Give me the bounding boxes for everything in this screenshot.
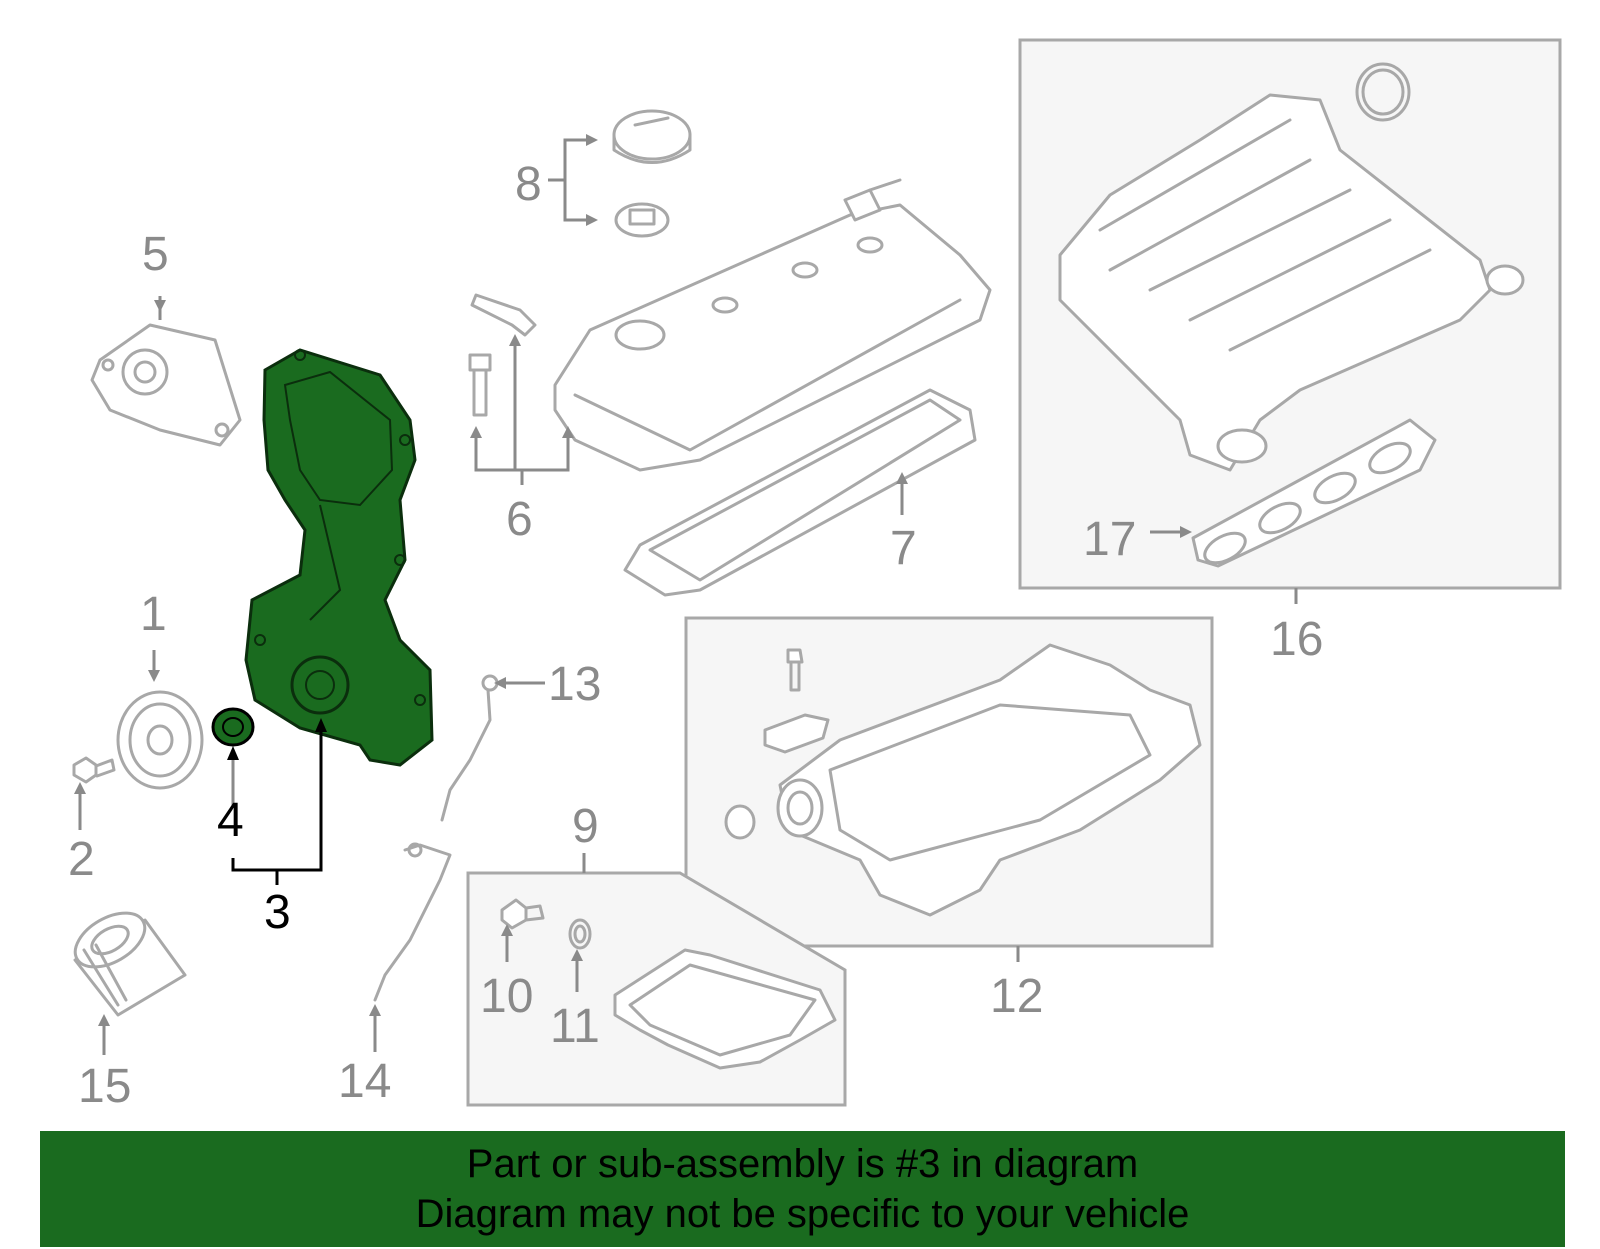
callout-12: 12 [990,970,1043,1023]
intake-gasket-part[interactable] [1191,418,1437,569]
pulley-bolt-part[interactable] [72,756,116,784]
lower-oil-pan-part[interactable] [613,948,837,1070]
banner-line-2: Diagram may not be specific to your vehi… [415,1192,1190,1236]
upper-oil-pan-part[interactable] [724,643,1202,917]
callout-4: 4 [217,794,244,847]
callout-1: 1 [140,588,167,641]
callout-7: 7 [890,522,917,575]
front-cover-part-highlighted[interactable] [244,348,434,767]
oil-filter-part[interactable] [66,902,187,1017]
callout-10: 10 [480,970,533,1023]
crank-pulley-part[interactable] [116,690,204,790]
info-banner: Part or sub-assembly is #3 in diagram Di… [40,1131,1565,1247]
front-seal-part[interactable] [211,707,255,747]
oil-filler-cap-part[interactable] [612,109,692,238]
callout-16: 16 [1270,613,1323,666]
callout-9: 9 [572,800,599,853]
callout-6: 6 [506,493,533,546]
banner-line-1: Part or sub-assembly is #3 in diagram [466,1142,1139,1186]
leader-3-bracket [231,722,323,872]
intake-manifold-part[interactable] [1058,62,1525,472]
callout-2: 2 [68,833,95,886]
drain-plug-washer-part[interactable] [568,918,592,950]
callout-14: 14 [338,1055,391,1108]
valve-cover-part[interactable] [553,178,992,597]
callout-15: 15 [78,1060,131,1113]
valve-cover-bolt-part[interactable] [468,293,537,417]
callout-3: 3 [264,886,291,939]
callout-8: 8 [515,158,542,211]
leader-8 [563,138,590,222]
dipstick-tube-part[interactable] [373,842,452,1002]
water-pump-part[interactable] [90,323,242,447]
callout-13: 13 [548,658,601,711]
dipstick-part[interactable] [440,674,499,822]
drain-plug-bolt-part[interactable] [500,898,545,930]
callout-11: 11 [550,1000,600,1053]
callout-17: 17 [1083,513,1136,566]
callout-5: 5 [142,228,169,281]
leader-6 [474,432,570,472]
